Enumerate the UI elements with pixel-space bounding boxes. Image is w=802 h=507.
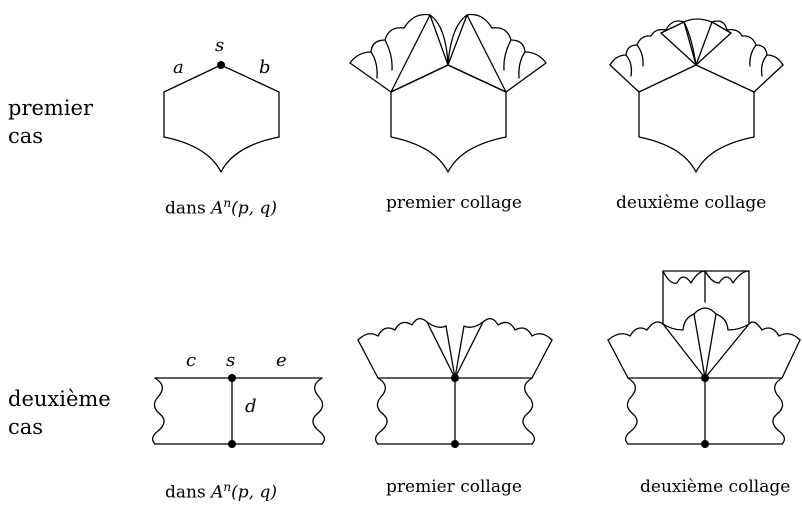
- vertex-s-dot: [701, 374, 709, 382]
- case2-first-gluing: [357, 318, 553, 448]
- case1-caption-first: premier collage: [386, 193, 522, 213]
- vertex-label-a: a: [173, 57, 184, 78]
- caption-math-A: A: [211, 482, 224, 503]
- case1-label-line1: premier: [8, 96, 94, 120]
- vertex-label-e: e: [276, 350, 287, 371]
- case1-label-line2: cas: [8, 124, 44, 148]
- case1-second-gluing: [609, 18, 784, 173]
- vertex-s-dot: [217, 61, 225, 69]
- vertex-label-d: d: [245, 396, 257, 417]
- vertex-label-b: b: [259, 57, 271, 78]
- caption-math-sup: n: [223, 480, 232, 494]
- caption-prefix: dans: [165, 482, 212, 503]
- case2-second-gluing: [607, 270, 801, 448]
- case1-caption-second: deuxième collage: [616, 193, 767, 213]
- case1-caption-original: dans An(p, q): [165, 193, 277, 219]
- caption-math-args: (p, q): [231, 198, 277, 219]
- case2-caption-second: deuxième collage: [640, 477, 791, 497]
- case1-original-hexagon: [163, 61, 280, 173]
- caption-math-args: (p, q): [231, 482, 277, 503]
- caption-math-A: A: [211, 198, 224, 219]
- case2-label-line1: deuxième: [8, 387, 111, 411]
- case2-caption-original: dans An(p, q): [165, 477, 277, 503]
- case2-caption-first: premier collage: [386, 477, 522, 497]
- caption-math-sup: n: [223, 196, 232, 210]
- vertex-s-dot: [451, 374, 459, 382]
- case1-first-gluing: [349, 13, 547, 173]
- case2-label-line2: cas: [8, 415, 44, 439]
- caption-prefix: dans: [165, 198, 212, 219]
- case2-original-strip: [151, 374, 326, 448]
- vertex-bottom-dot: [228, 440, 236, 448]
- vertex-bottom-dot: [451, 440, 459, 448]
- vertex-label-s: s: [226, 350, 236, 371]
- vertex-bottom-dot: [701, 440, 709, 448]
- vertex-label-s: s: [215, 35, 225, 56]
- vertex-s-dot: [228, 374, 236, 382]
- vertex-label-c: c: [186, 350, 197, 371]
